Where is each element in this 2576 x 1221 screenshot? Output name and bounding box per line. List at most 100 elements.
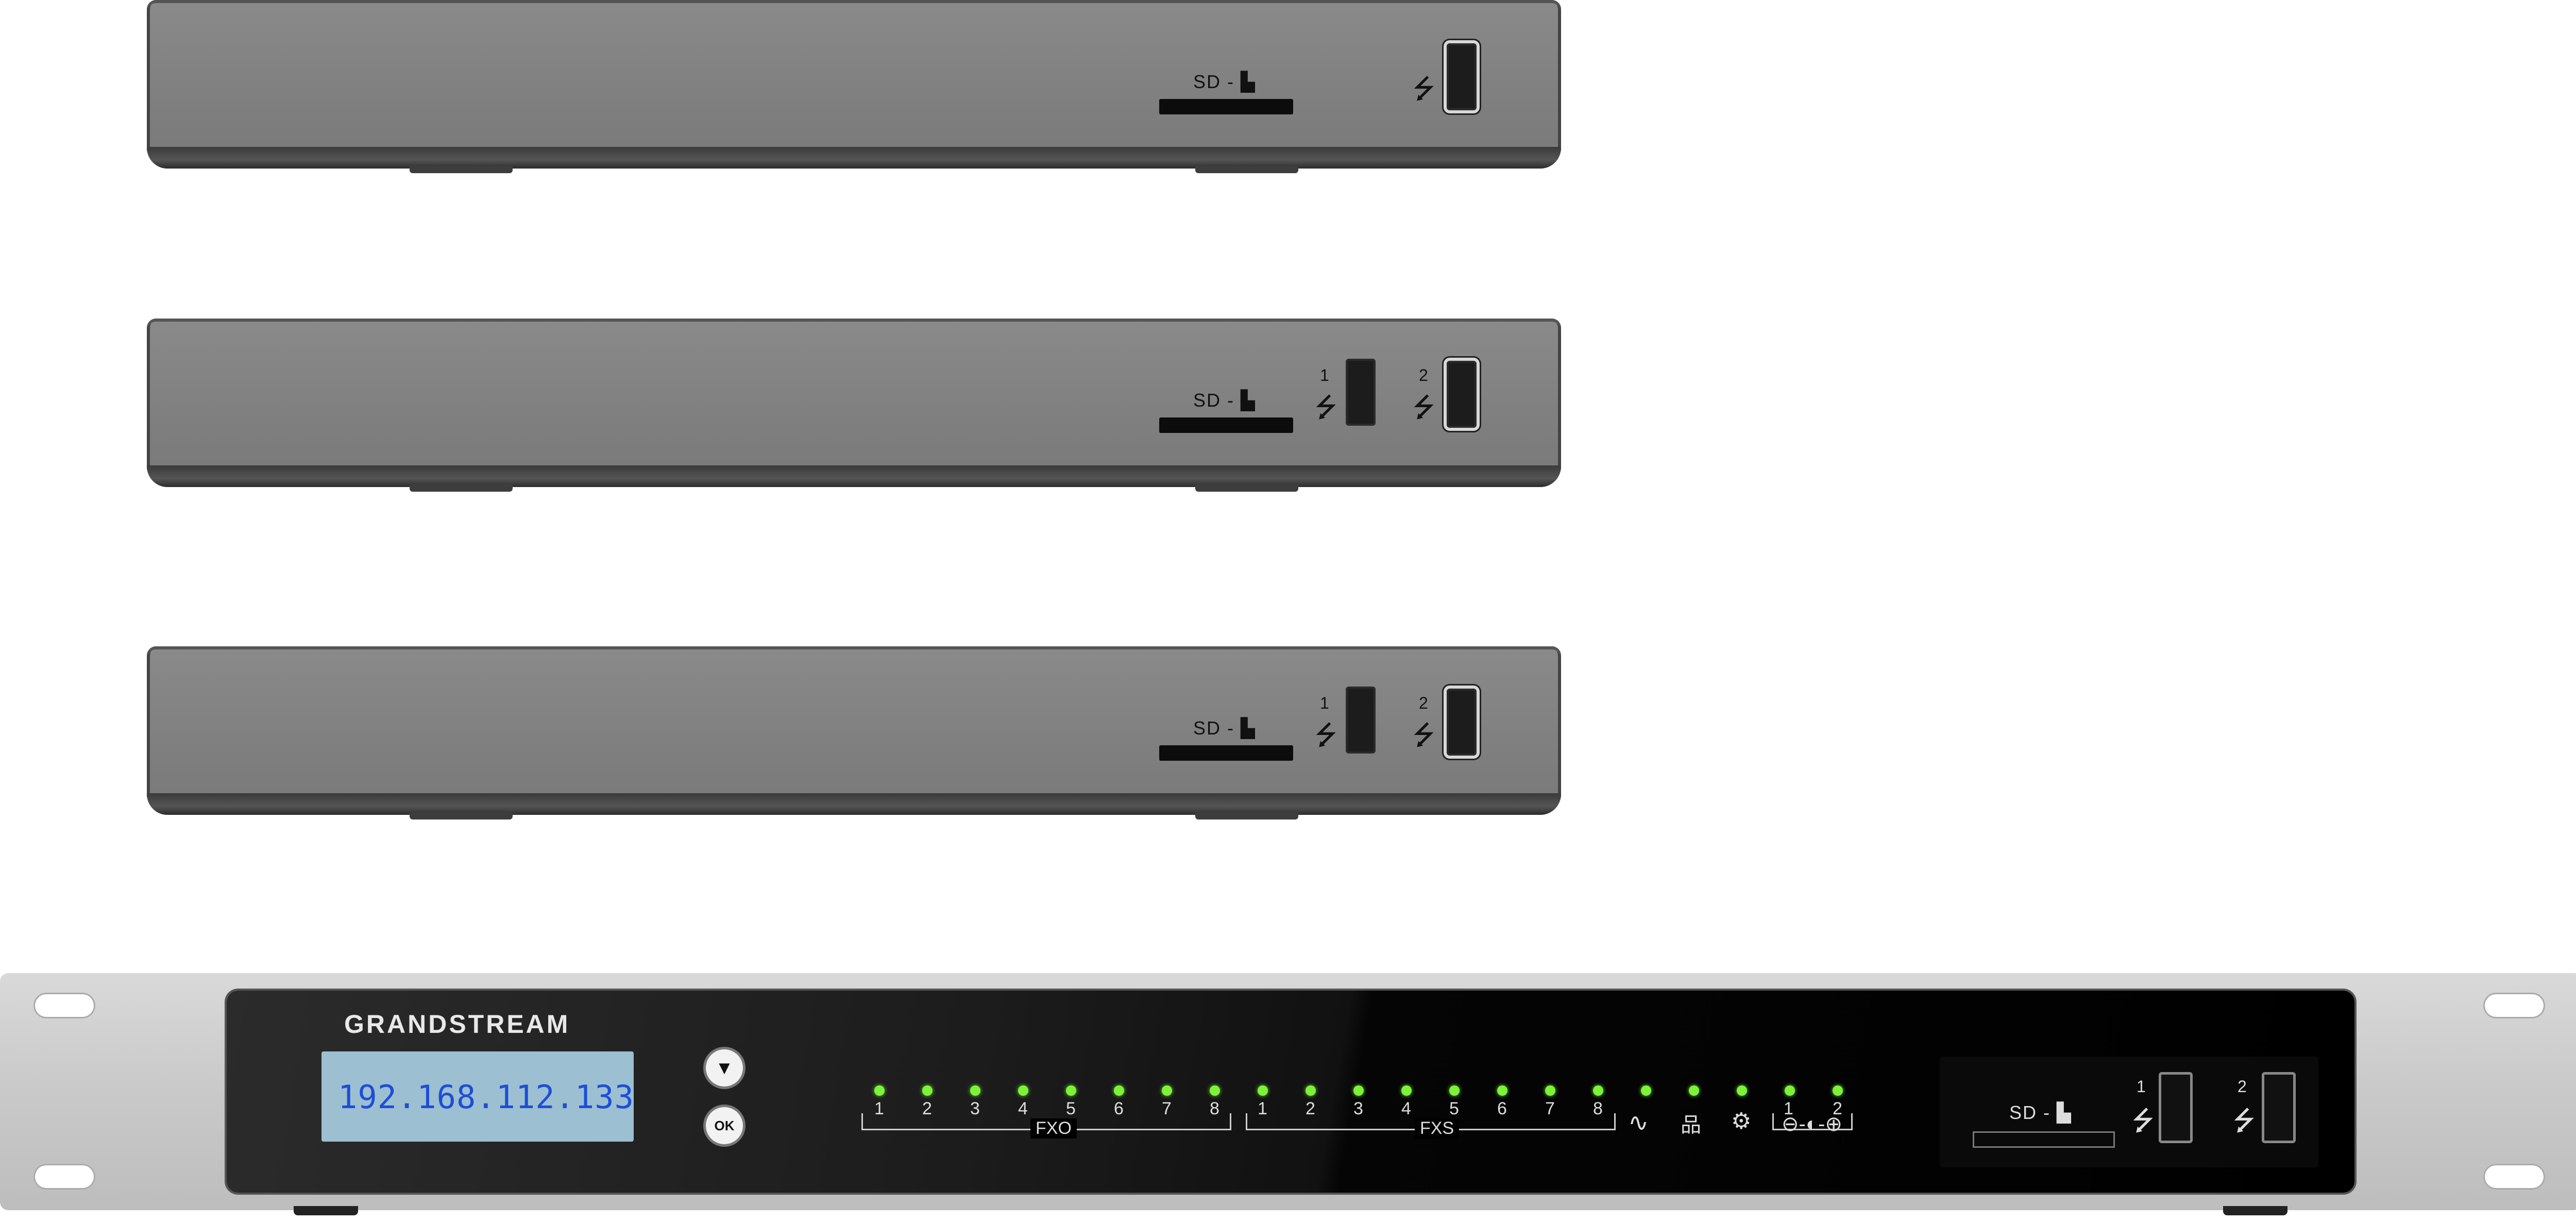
brand-logo: GRANDSTREAM — [344, 1010, 570, 1039]
fxo-port-label: 5 — [1066, 1099, 1076, 1118]
fxo-port-label: 2 — [922, 1099, 932, 1118]
sd-card-slot[interactable] — [1159, 417, 1293, 433]
fxs-led-7 — [1545, 1085, 1555, 1096]
rack-io-panel — [1940, 1057, 2318, 1167]
fxs-port-label: 6 — [1497, 1099, 1507, 1118]
usb-port-1[interactable] — [1346, 687, 1376, 754]
power-port-label: 2 — [1833, 1099, 1842, 1118]
activity-led — [1641, 1085, 1651, 1096]
desktop-unit-3 — [147, 646, 1561, 819]
unit-chassis — [147, 646, 1561, 801]
fxo-port-label: 7 — [1162, 1099, 1172, 1118]
usb-port-number: 1 — [1320, 366, 1329, 384]
usb-icon: ⭍ — [1413, 393, 1435, 423]
fxo-led-3 — [970, 1085, 980, 1096]
fxs-led-6 — [1497, 1085, 1507, 1096]
fxs-port-label: 5 — [1449, 1099, 1459, 1118]
fxo-led-2 — [922, 1085, 933, 1096]
fxo-led-4 — [1018, 1085, 1028, 1096]
fxs-port-label: 1 — [1258, 1099, 1267, 1118]
fxs-port-label: 7 — [1545, 1099, 1555, 1118]
rack-ear-hole — [2483, 993, 2545, 1018]
fxo-label: FXO — [1030, 1118, 1077, 1139]
usb-icon: ⭍ — [1413, 721, 1435, 750]
unit-foot-right — [1195, 166, 1298, 173]
usb-icon: ⭍ — [1413, 74, 1435, 104]
lcd-display — [321, 1051, 634, 1142]
power-led-1 — [1785, 1085, 1795, 1096]
fxs-led-1 — [1258, 1085, 1268, 1096]
fxo-port-label: 1 — [874, 1099, 884, 1118]
usb-port-2[interactable] — [1447, 361, 1477, 428]
rack-usb-port-1[interactable] — [2159, 1072, 2193, 1143]
usb-port[interactable] — [1447, 43, 1477, 110]
unit-foot-right — [1195, 812, 1298, 819]
sd-card-label: SD - ▙ — [2009, 1102, 2072, 1123]
unit-chassis — [147, 0, 1561, 155]
fxs-port-label: 8 — [1593, 1099, 1603, 1118]
desktop-unit-1 — [147, 0, 1561, 173]
lcd-ip-address: 192.168.112.133 — [338, 1078, 634, 1116]
sd-card-slot[interactable] — [1974, 1133, 2113, 1146]
power-port-label: 1 — [1784, 1099, 1793, 1118]
usb-port-number: 1 — [1320, 694, 1329, 712]
fxo-led-6 — [1114, 1085, 1124, 1096]
fxs-port-label: 3 — [1353, 1099, 1363, 1118]
unit-foot-left — [410, 812, 513, 819]
fxs-led-3 — [1353, 1085, 1364, 1096]
down-arrow-button[interactable]: ▼ — [706, 1049, 743, 1086]
ok-button[interactable]: OK — [706, 1107, 743, 1144]
network-led — [1689, 1085, 1699, 1096]
usb-icon: ⭍ — [1315, 393, 1337, 423]
sd-card-slot[interactable] — [1159, 99, 1293, 114]
sd-card-label: SD - ▙ — [1193, 717, 1256, 739]
fxo-led-7 — [1162, 1085, 1172, 1096]
usb-port-number: 2 — [1419, 366, 1428, 384]
usb-icon: ⭍ — [2233, 1106, 2256, 1136]
fxs-port-label: 4 — [1401, 1099, 1411, 1118]
usb-port-2[interactable] — [1447, 689, 1477, 756]
unit-base — [147, 465, 1561, 487]
fxo-led-5 — [1066, 1085, 1076, 1096]
activity-icon: ∿ — [1628, 1109, 1649, 1136]
desktop-unit-2 — [147, 319, 1561, 492]
rack-foot-right — [2223, 1206, 2287, 1215]
power-led-2 — [1833, 1085, 1843, 1096]
unit-base — [147, 147, 1561, 169]
unit-foot-left — [410, 166, 513, 173]
fxs-led-4 — [1401, 1085, 1412, 1096]
fxs-led-2 — [1306, 1085, 1316, 1096]
fxo-port-label: 4 — [1018, 1099, 1028, 1118]
sd-card-label: SD - ▙ — [1193, 390, 1256, 411]
usb-port-number: 2 — [1419, 694, 1428, 712]
rack-foot-left — [294, 1206, 358, 1215]
power-polarity-icon: ⊖-◐-⊕ — [1782, 1113, 1842, 1135]
fxo-led-1 — [874, 1085, 885, 1096]
rack-usb-port-2[interactable] — [2262, 1072, 2296, 1143]
fxo-port-label: 8 — [1210, 1099, 1219, 1118]
unit-foot-left — [410, 484, 513, 492]
fxo-port-label: 3 — [970, 1099, 980, 1118]
usb-icon: ⭍ — [1315, 721, 1337, 750]
fxs-port-label: 2 — [1306, 1099, 1315, 1118]
rack-ear-hole — [33, 1164, 95, 1190]
settings-led — [1737, 1085, 1747, 1096]
power-bracket — [1772, 1113, 1853, 1130]
unit-chassis — [147, 319, 1561, 473]
settings-icon: ⚙ — [1731, 1109, 1752, 1134]
fxs-led-8 — [1593, 1085, 1603, 1096]
fxo-led-8 — [1210, 1085, 1220, 1096]
fxo-port-label: 6 — [1114, 1099, 1124, 1118]
unit-base — [147, 793, 1561, 815]
usb-port-1[interactable] — [1346, 359, 1376, 426]
usb-port-number: 2 — [2238, 1077, 2247, 1096]
rack-ear-hole — [2483, 1164, 2545, 1190]
unit-foot-right — [1195, 484, 1298, 492]
fxs-label: FXS — [1415, 1118, 1460, 1139]
sd-card-slot[interactable] — [1159, 745, 1293, 761]
sd-card-label: SD - ▙ — [1193, 71, 1256, 92]
fxs-led-5 — [1449, 1085, 1460, 1096]
usb-port-number: 1 — [2137, 1077, 2146, 1096]
usb-icon: ⭍ — [2132, 1106, 2155, 1136]
network-icon: 品 — [1681, 1114, 1701, 1136]
